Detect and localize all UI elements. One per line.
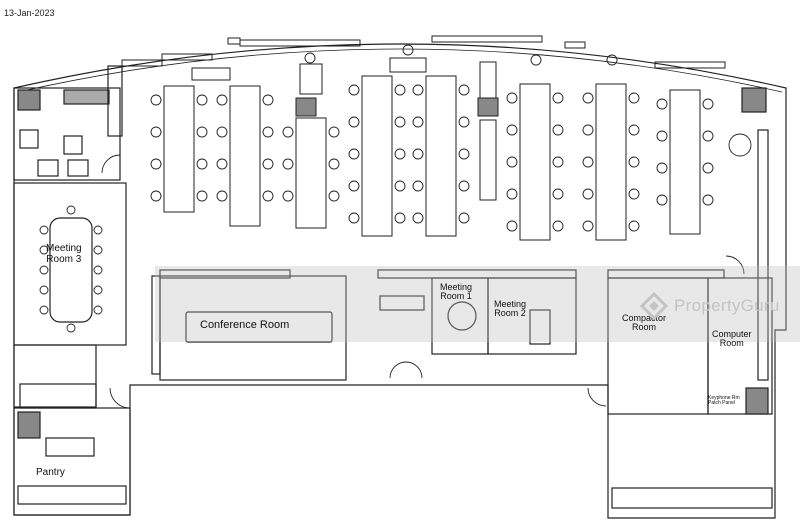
pantry-room xyxy=(13,407,131,516)
meeting-room-1-label-line1: Meeting xyxy=(440,282,473,292)
meeting-room-1-label: Meeting Room 1 xyxy=(440,282,473,302)
meeting-room-2-label: Meeting Room 2 xyxy=(494,299,527,319)
computer-room-label-line2: Room xyxy=(719,338,744,349)
window-strip xyxy=(121,35,726,69)
left-core xyxy=(13,87,121,181)
meeting-room-3-label: Meeting Room 3 xyxy=(46,243,82,265)
outer-wall-inner xyxy=(17,48,783,93)
propertyguru-logo-icon xyxy=(640,292,668,320)
compactor-room-label: Compactor Room xyxy=(622,313,667,333)
desk-cluster xyxy=(163,57,701,241)
keyphone-room-label: Keyphone Rm Patch Panel xyxy=(708,395,740,407)
compactor-room-label-line2: Room xyxy=(632,322,657,333)
conference-room-label: Conference Room xyxy=(200,319,290,331)
watermark-text: PropertyGuru xyxy=(674,296,780,315)
computer-room xyxy=(707,277,773,415)
meeting-room-2-label-line1: Meeting xyxy=(494,299,527,309)
date-stamp: 13-Jan-2023 xyxy=(4,8,55,18)
highlight-band xyxy=(155,266,800,342)
pantry-label: Pantry xyxy=(36,467,65,478)
keyphone-room-label-line1: Keyphone Rm xyxy=(708,395,740,401)
keyphone-room-label-line2: Patch Panel xyxy=(708,400,735,407)
meeting-room-3-label-line1: Meeting xyxy=(46,243,82,254)
compactor-room-label-line1: Compactor xyxy=(622,313,667,323)
watermark: PropertyGuru xyxy=(640,292,780,320)
meeting-room-2-label-line2: Room 2 xyxy=(494,308,526,319)
chair-group xyxy=(39,44,752,333)
meeting-room-1-label-line2: Room 1 xyxy=(440,291,472,302)
computer-room-label-line1: Computer xyxy=(712,329,752,339)
meeting-room-3-label-line2: Room 3 xyxy=(46,253,82,265)
computer-room-label: Computer Room xyxy=(712,329,752,349)
